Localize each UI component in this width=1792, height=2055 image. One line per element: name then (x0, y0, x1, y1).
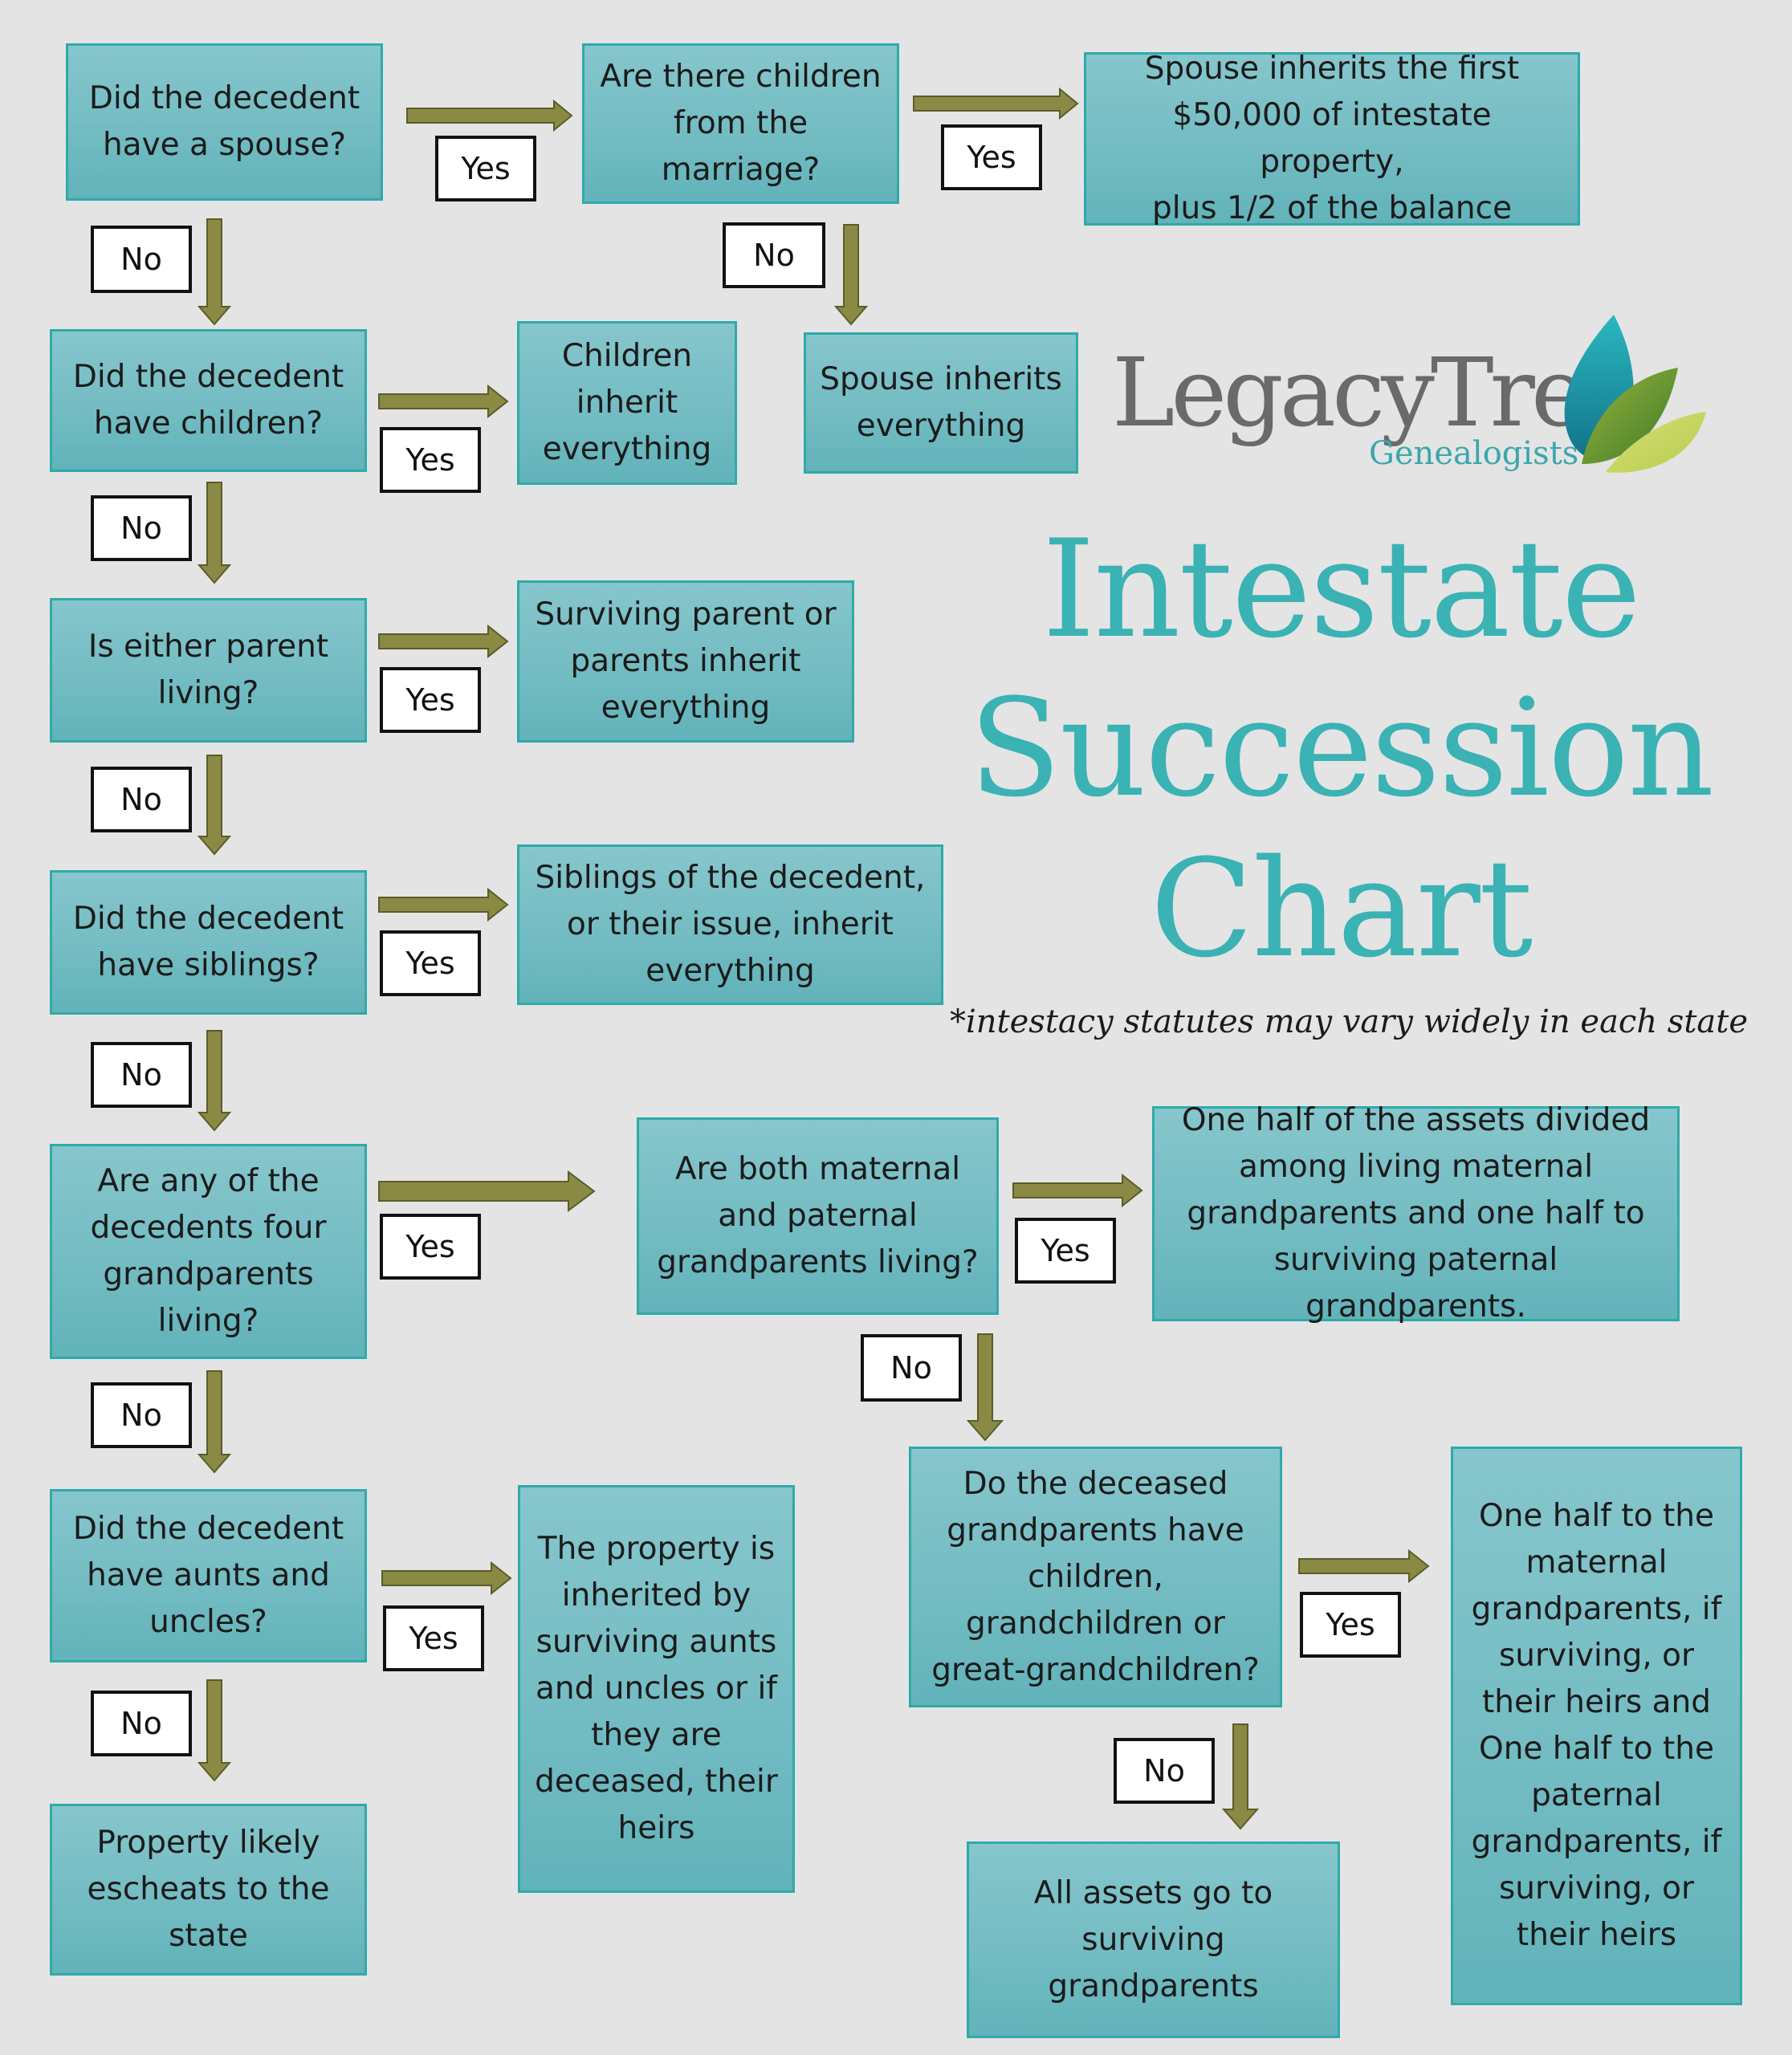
node-escheat-outcome: Property likely escheats to the state (50, 1804, 367, 1976)
label-both-grandparents-yes: Yes (1015, 1218, 1116, 1284)
leaf-logo-icon (1564, 315, 1706, 473)
node-spouse-50k-outcome: Spouse inherits the first $50,000 of int… (1084, 51, 1580, 226)
node-deceased-grandparents-question: Do the deceased grandparents have childr… (909, 1447, 1282, 1707)
label-children-no: No (91, 495, 192, 561)
label-siblings-yes: Yes (380, 930, 481, 996)
arrow-deceased-gp-yes (1298, 1548, 1430, 1584)
arrow-parent-no (197, 755, 232, 856)
node-children-marriage-question: Are there children from the marriage? (582, 43, 899, 204)
node-spouse-question: Did the decedent have a spouse? (66, 43, 383, 201)
node-half-assets-outcome: One half of the assets divided among liv… (1152, 1102, 1680, 1325)
arrow-parent-yes (378, 624, 509, 659)
label-grandparents-no: No (91, 1382, 192, 1448)
chart-title-line-1: Intestate (1041, 511, 1641, 668)
label-children-yes: Yes (380, 427, 481, 493)
arrow-children-no (197, 482, 232, 584)
arrow-spouse-yes (406, 99, 573, 132)
arrow-children-yes (378, 384, 509, 419)
label-spouse-yes: Yes (435, 136, 536, 201)
arrow-deceased-gp-no (1221, 1723, 1260, 1830)
arrow-both-gp-yes (1012, 1173, 1143, 1208)
arrow-aunts-yes (381, 1561, 512, 1596)
label-grandparents-yes: Yes (380, 1214, 481, 1280)
label-spouse-no: No (91, 226, 192, 293)
node-aunts-uncles-inherit-outcome: The property is inherited by surviving a… (518, 1485, 795, 1893)
disclaimer-note: *intestacy statutes may vary widely in e… (950, 1003, 1748, 1040)
brand-logo-subtitle: Genealogists (1369, 435, 1579, 472)
node-spouse-everything-outcome: Spouse inherits everything (804, 332, 1078, 474)
arrow-spouse-no (197, 218, 232, 326)
arrow-grandparents-no (197, 1370, 232, 1474)
arrow-aunts-no (197, 1679, 232, 1782)
label-deceased-grandparents-yes: Yes (1300, 1592, 1401, 1658)
arrow-siblings-yes (378, 887, 509, 922)
node-children-inherit-outcome: Children inherit everything (517, 321, 737, 485)
arrow-children-marriage-yes (913, 87, 1079, 120)
chart-title-line-2: Succession (968, 669, 1714, 827)
node-parents-inherit-outcome: Surviving parent or parents inherit ever… (517, 580, 854, 743)
chart-title-line-3: Chart (1150, 830, 1533, 987)
node-half-heirs-outcome: One half to the maternal grandparents, i… (1451, 1447, 1742, 2005)
arrow-both-gp-no (966, 1333, 1004, 1442)
node-all-assets-outcome: All assets go to surviving grandparents (967, 1841, 1340, 2038)
arrow-siblings-no (197, 1030, 232, 1132)
label-children-marriage-no: No (723, 222, 825, 288)
node-aunts-uncles-question: Did the decedent have aunts and uncles? (50, 1489, 367, 1662)
label-siblings-no: No (91, 1042, 192, 1108)
brand-logo-wordmark: LegacyTree (1112, 337, 1639, 448)
label-parent-no: No (91, 767, 192, 832)
label-both-grandparents-no: No (861, 1334, 962, 1402)
label-aunts-uncles-yes: Yes (383, 1605, 484, 1671)
arrow-grandparents-yes (378, 1170, 596, 1212)
node-grandparents-question: Are any of the decedents four grandparen… (50, 1144, 367, 1359)
label-children-marriage-yes: Yes (941, 124, 1042, 190)
node-both-grandparents-question: Are both maternal and paternal grandpare… (637, 1117, 999, 1315)
node-parent-question: Is either parent living? (50, 598, 367, 743)
label-deceased-grandparents-no: No (1114, 1738, 1215, 1804)
node-children-question: Did the decedent have children? (50, 329, 367, 472)
node-siblings-inherit-outcome: Siblings of the decedent, or their issue… (517, 844, 943, 1005)
label-aunts-uncles-no: No (91, 1691, 192, 1756)
label-parent-yes: Yes (380, 667, 481, 733)
arrow-children-marriage-no (833, 224, 869, 326)
node-siblings-question: Did the decedent have siblings? (50, 870, 367, 1015)
